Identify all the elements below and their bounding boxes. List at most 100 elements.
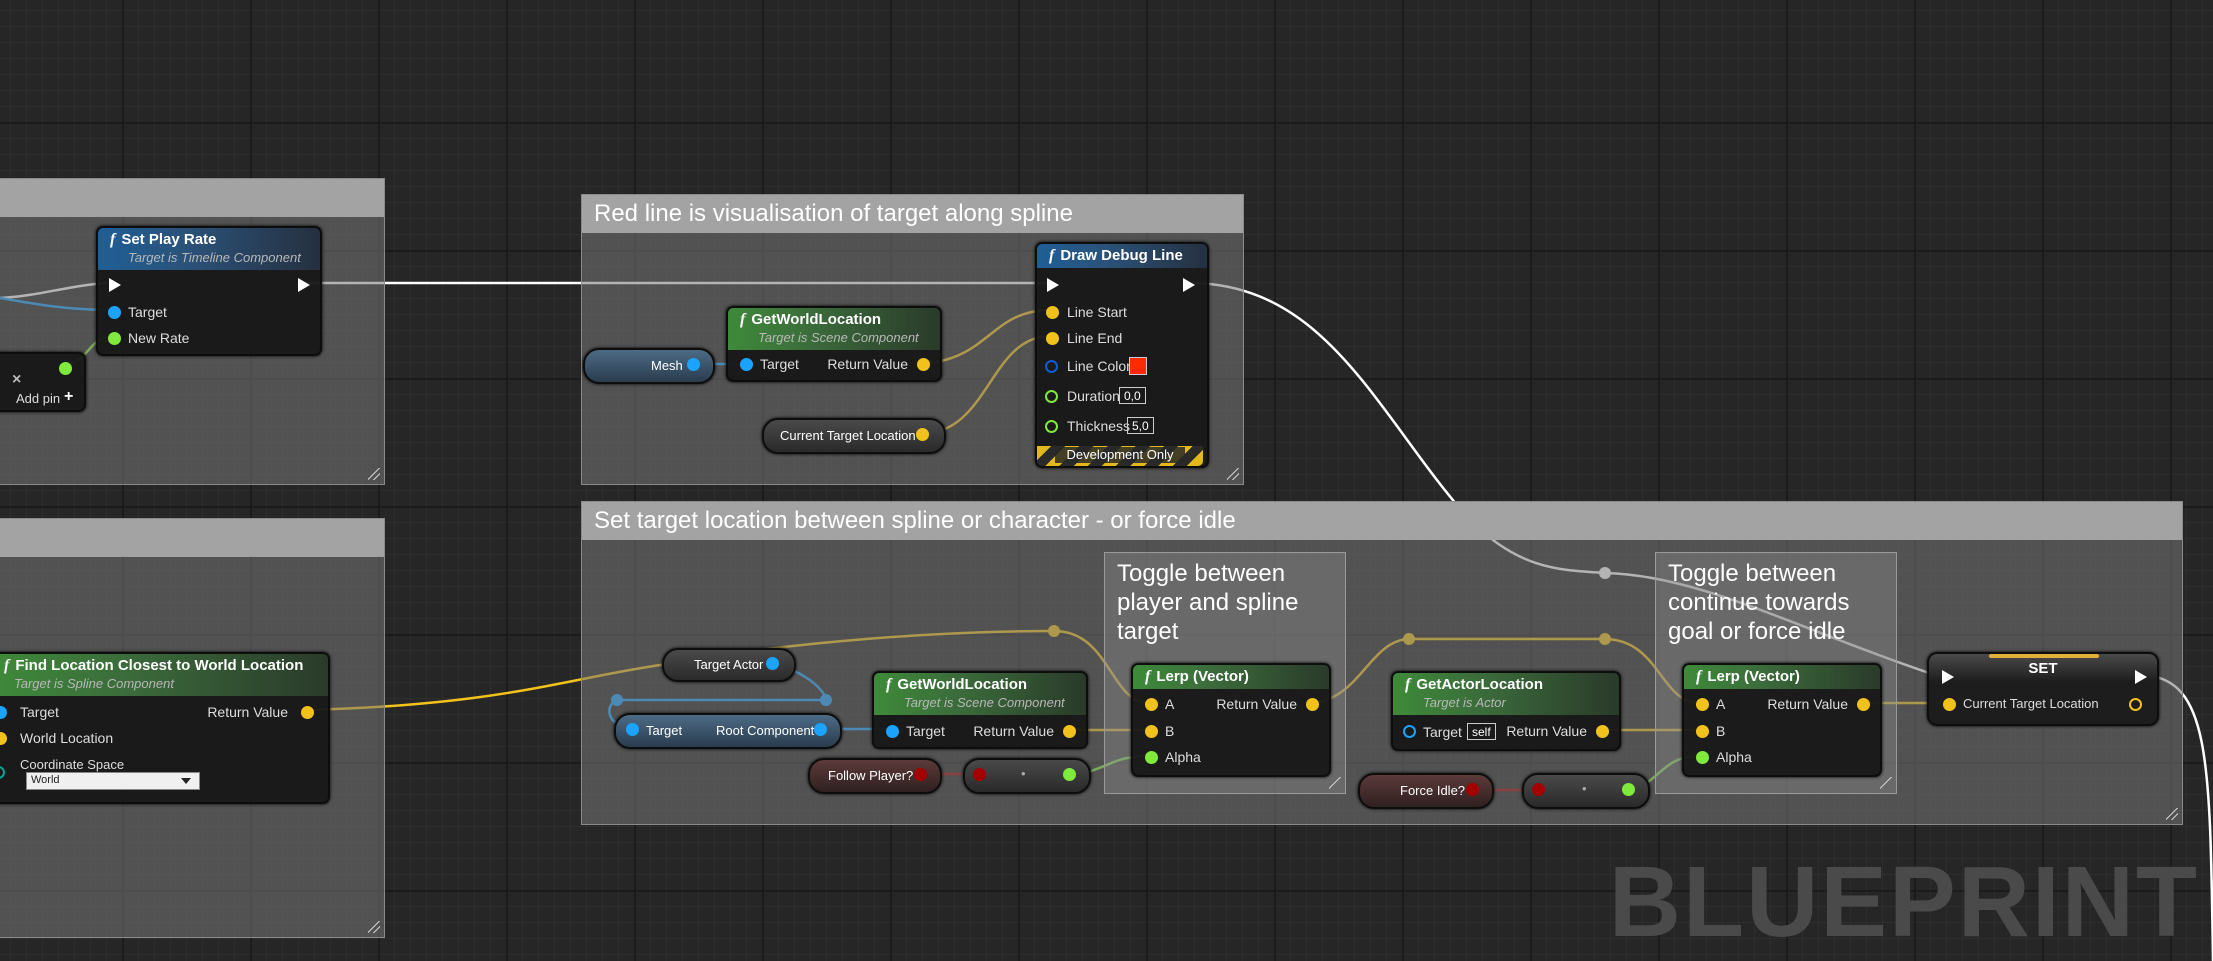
node-header[interactable] bbox=[98, 228, 320, 270]
comment-title[interactable] bbox=[0, 519, 384, 557]
add-pin-node[interactable]: × Add pin + bbox=[0, 352, 86, 412]
world-location-pin[interactable] bbox=[0, 732, 7, 745]
chevron-down-icon bbox=[181, 778, 191, 784]
target-pin-label: Target bbox=[646, 723, 683, 738]
exec-out-pin[interactable] bbox=[298, 278, 310, 292]
comment-title[interactable]: Red line is visualisation of target alon… bbox=[582, 195, 1243, 233]
line-start-pin[interactable] bbox=[1046, 306, 1059, 319]
exec-in-pin[interactable] bbox=[109, 278, 121, 292]
comment-title[interactable] bbox=[0, 179, 384, 217]
target-actor-variable-node[interactable]: Target Actor bbox=[662, 648, 796, 682]
duration-pin[interactable] bbox=[1045, 390, 1058, 403]
line-end-label: Line End bbox=[1067, 330, 1123, 346]
follow-player-variable-node[interactable]: Follow Player? bbox=[808, 758, 942, 794]
target-pin[interactable] bbox=[626, 723, 639, 736]
resize-grip[interactable] bbox=[1329, 777, 1341, 789]
current-target-location-input-pin[interactable] bbox=[1943, 698, 1956, 711]
resize-grip[interactable] bbox=[1227, 468, 1239, 480]
thickness-input[interactable]: 5,0 bbox=[1127, 417, 1154, 434]
resize-grip[interactable] bbox=[368, 468, 380, 480]
comment-title[interactable]: Toggle between continue towards goal or … bbox=[1668, 560, 1850, 645]
float-output-pin[interactable] bbox=[1622, 783, 1635, 796]
node-header[interactable] bbox=[874, 673, 1086, 715]
comment-title[interactable]: Set target location between spline or ch… bbox=[582, 502, 2182, 540]
bool-to-float-node-2[interactable]: • bbox=[1522, 773, 1650, 809]
target-actor-output-pin[interactable] bbox=[766, 657, 779, 670]
get-root-component-node[interactable]: Target Root Component bbox=[614, 713, 842, 749]
exec-out-pin[interactable] bbox=[2135, 670, 2147, 684]
current-target-location-output-pin[interactable] bbox=[916, 428, 929, 441]
root-component-pin[interactable] bbox=[814, 723, 827, 736]
return-value-pin[interactable] bbox=[1063, 725, 1076, 738]
resize-grip[interactable] bbox=[2166, 808, 2178, 820]
exec-out-pin[interactable] bbox=[1183, 278, 1195, 292]
resize-grip[interactable] bbox=[1880, 777, 1892, 789]
bool-to-float-node-1[interactable]: • bbox=[963, 758, 1091, 794]
exec-in-pin[interactable] bbox=[1942, 670, 1954, 684]
mesh-variable-node[interactable]: Mesh bbox=[583, 348, 715, 384]
force-idle-output-pin[interactable] bbox=[1466, 783, 1479, 796]
remove-pin-icon[interactable]: × bbox=[12, 371, 22, 388]
force-idle-variable-node[interactable]: Force Idle? bbox=[1358, 773, 1494, 809]
line-color-swatch[interactable] bbox=[1129, 357, 1147, 375]
footer-label: Development Only bbox=[1055, 447, 1185, 463]
add-pin-icon[interactable]: + bbox=[64, 388, 74, 405]
set-variable-node[interactable]: SET Current Target Location bbox=[1927, 652, 2159, 726]
target-pin[interactable] bbox=[108, 306, 121, 319]
exec-in-pin[interactable] bbox=[1047, 278, 1059, 292]
return-value-label: Return Value bbox=[1216, 696, 1297, 712]
b-pin[interactable] bbox=[1145, 725, 1158, 738]
coordinate-space-dropdown[interactable]: World bbox=[26, 772, 200, 790]
return-value-pin[interactable] bbox=[1306, 698, 1319, 711]
target-pin[interactable] bbox=[0, 706, 7, 719]
node-header[interactable] bbox=[1393, 673, 1619, 715]
return-value-pin[interactable] bbox=[917, 358, 930, 371]
bool-input-pin[interactable] bbox=[1532, 783, 1545, 796]
coordinate-space-pin[interactable] bbox=[0, 766, 5, 779]
float-output-pin[interactable] bbox=[1063, 768, 1076, 781]
current-target-location-variable-node[interactable]: Current Target Location bbox=[762, 418, 946, 454]
node-header[interactable] bbox=[1684, 665, 1880, 689]
follow-player-output-pin[interactable] bbox=[914, 768, 927, 781]
alpha-pin[interactable] bbox=[1696, 751, 1709, 764]
a-pin[interactable] bbox=[1696, 698, 1709, 711]
new-rate-pin[interactable] bbox=[108, 332, 121, 345]
node-header[interactable] bbox=[0, 654, 328, 696]
node-header[interactable] bbox=[728, 308, 940, 350]
b-pin[interactable] bbox=[1696, 725, 1709, 738]
resize-grip[interactable] bbox=[368, 921, 380, 933]
variable-label: Follow Player? bbox=[828, 768, 914, 783]
return-value-pin[interactable] bbox=[301, 706, 314, 719]
a-pin[interactable] bbox=[1145, 698, 1158, 711]
target-pin-label: Target bbox=[20, 704, 59, 720]
add-pin-label[interactable]: Add pin bbox=[16, 391, 61, 406]
return-value-pin[interactable] bbox=[1857, 698, 1870, 711]
node-header[interactable] bbox=[1037, 244, 1207, 268]
mesh-output-pin[interactable] bbox=[687, 358, 700, 371]
line-end-pin[interactable] bbox=[1046, 332, 1059, 345]
self-value-box[interactable]: self bbox=[1467, 723, 1496, 740]
target-pin[interactable] bbox=[886, 725, 899, 738]
bool-input-pin[interactable] bbox=[973, 768, 986, 781]
thickness-pin[interactable] bbox=[1045, 420, 1058, 433]
float-output-pin[interactable] bbox=[59, 362, 72, 375]
target-pin[interactable] bbox=[740, 358, 753, 371]
node-header[interactable] bbox=[1133, 665, 1329, 689]
comment-title[interactable]: Toggle between player and spline target bbox=[1117, 560, 1299, 645]
target-pin[interactable] bbox=[1403, 725, 1416, 738]
line-color-pin[interactable] bbox=[1045, 360, 1058, 373]
duration-input[interactable]: 0,0 bbox=[1119, 387, 1146, 404]
return-value-pin[interactable] bbox=[1596, 725, 1609, 738]
b-pin-label: B bbox=[1716, 723, 1726, 739]
alpha-pin[interactable] bbox=[1145, 751, 1158, 764]
current-target-location-output-pin[interactable] bbox=[2129, 698, 2142, 711]
